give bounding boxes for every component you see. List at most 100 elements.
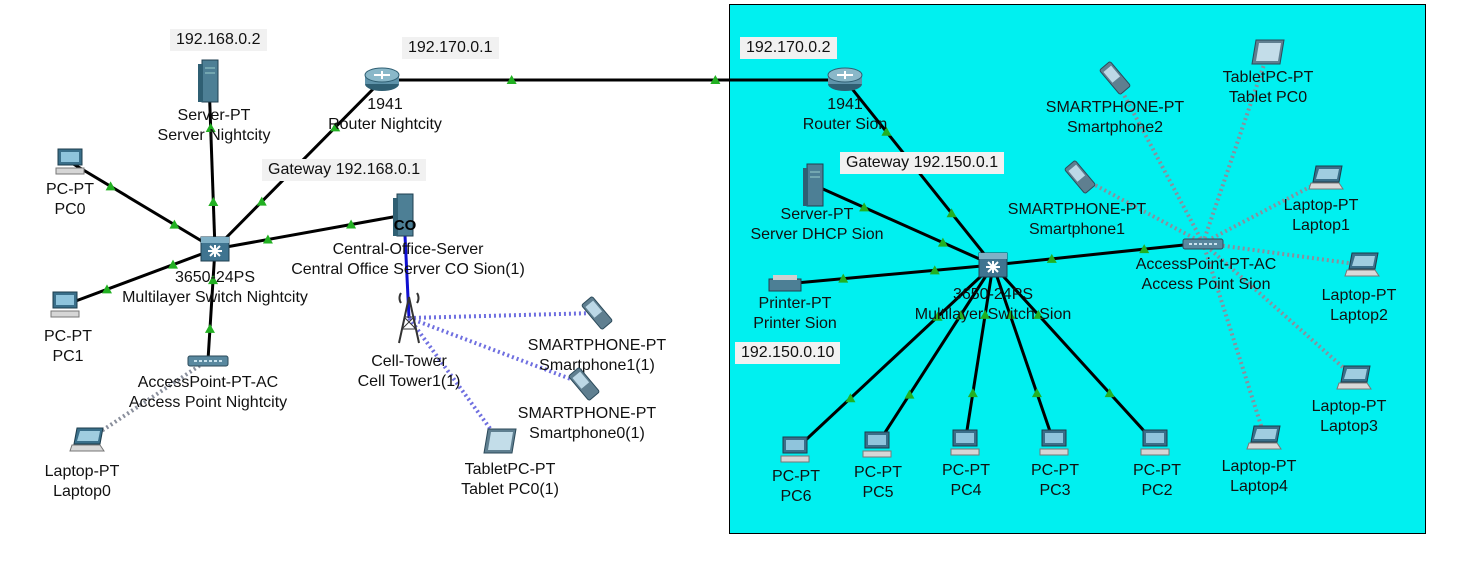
- link-switch_nightcity-ap_nightcity[interactable]: [206, 248, 217, 361]
- link-ap_sion-smartphone1[interactable]: [1079, 175, 1204, 245]
- server-icon: [198, 59, 219, 103]
- device-server-dhcp[interactable]: [799, 162, 829, 208]
- device-name: Smartphone1(1): [539, 357, 655, 374]
- device-model: 3650-24PS: [174, 269, 256, 286]
- link-ap_sion-laptop2[interactable]: [1202, 241, 1364, 267]
- pc-icon: [1140, 429, 1170, 456]
- device-cell-tower[interactable]: [392, 291, 426, 345]
- gateway-nightcity-note: Gateway 192.168.0.1: [262, 159, 427, 181]
- pc-icon: [780, 436, 810, 463]
- device-laptop2[interactable]: [1344, 251, 1382, 279]
- tower-icon: [398, 292, 420, 344]
- link-switch_nightcity-pc1[interactable]: [64, 247, 216, 307]
- link-cell_tower-tablet_pc0_1[interactable]: [407, 316, 502, 444]
- link-switch_nightcity-pc0[interactable]: [69, 160, 216, 251]
- device-router-nightcity[interactable]: [362, 65, 402, 95]
- device-pc3[interactable]: [1038, 428, 1070, 458]
- device-smartphone0-1[interactable]: [565, 365, 603, 403]
- link-switch_nightcity-server_nightcity[interactable]: [207, 80, 217, 250]
- sion-network-area: [729, 4, 1426, 534]
- port-indicator-switch_sion-printer-1: [929, 265, 940, 275]
- phone-icon: [568, 367, 600, 401]
- device-pc4[interactable]: [949, 428, 981, 458]
- link-switch_sion-server_dhcp[interactable]: [813, 183, 994, 267]
- device-pc0[interactable]: [54, 147, 86, 177]
- port-indicator-switch_nightcity-pc0-1: [169, 219, 180, 229]
- device-name: PC6: [780, 488, 812, 505]
- device-model: Laptop-PT: [1221, 458, 1297, 475]
- device-laptop0[interactable]: [69, 426, 107, 454]
- device-laptop1[interactable]: [1308, 164, 1346, 192]
- device-ap-sion[interactable]: [1181, 235, 1225, 251]
- device-name: Cell Tower1(1): [357, 373, 461, 390]
- device-model: Laptop-PT: [1321, 287, 1397, 304]
- device-model: PC-PT: [1031, 462, 1079, 479]
- device-model: SMARTPHONE-PT: [1045, 99, 1185, 116]
- device-laptop4[interactable]: [1246, 424, 1284, 452]
- device-model: Laptop-PT: [1283, 197, 1359, 214]
- link-switch_nightcity-co_server[interactable]: [214, 213, 405, 251]
- gateway-sion-note: Gateway 192.150.0.1: [840, 152, 1005, 174]
- device-router-sion[interactable]: [825, 65, 865, 95]
- link-cell_tower-smartphone0_1[interactable]: [408, 316, 585, 386]
- link-cell_tower-smartphone1_1[interactable]: [408, 311, 598, 320]
- svg-text:CO: CO: [394, 217, 417, 234]
- port-indicator-switch_sion-server_dhcp-1: [937, 237, 948, 247]
- link-switch_sion-pc5[interactable]: [875, 264, 995, 446]
- phone-icon: [1064, 160, 1096, 194]
- device-name: Smartphone1: [1028, 221, 1126, 238]
- device-co-server[interactable]: CO: [389, 192, 419, 238]
- link-ap_sion-laptop4[interactable]: [1201, 242, 1267, 439]
- printer-icon: [768, 275, 802, 292]
- device-name: Laptop1: [1292, 217, 1350, 234]
- device-pc5[interactable]: [861, 430, 893, 460]
- device-name: PC2: [1141, 482, 1173, 499]
- phone-icon: [1099, 61, 1131, 95]
- device-laptop3[interactable]: [1336, 364, 1374, 392]
- device-smartphone2[interactable]: [1096, 59, 1134, 97]
- device-tablet-pc0-1[interactable]: [480, 427, 520, 457]
- device-switch-nightcity[interactable]: [199, 233, 231, 265]
- port-indicator-switch_sion-server_dhcp-2: [859, 202, 870, 212]
- device-pc2[interactable]: [1139, 428, 1171, 458]
- link-ap_sion-tablet_pc0[interactable]: [1201, 52, 1270, 244]
- device-model: PC-PT: [772, 468, 820, 485]
- link-ap_sion-smartphone2[interactable]: [1113, 77, 1205, 244]
- device-printer[interactable]: [767, 273, 803, 295]
- device-smartphone1-1[interactable]: [578, 294, 616, 332]
- port-indicator-switch_sion-pc4-2: [967, 388, 978, 398]
- link-switch_sion-ap_sion[interactable]: [992, 241, 1204, 267]
- link-ap_sion-laptop1[interactable]: [1202, 176, 1328, 245]
- laptop-icon: [1308, 165, 1344, 190]
- link-switch_sion-printer[interactable]: [784, 263, 994, 286]
- device-server-nightcity[interactable]: [194, 58, 224, 104]
- device-name: Central Office Server CO Sion(1): [291, 261, 525, 278]
- device-pc1[interactable]: [49, 290, 81, 320]
- link-switch_sion-pc2[interactable]: [991, 263, 1157, 445]
- device-tablet-pc0[interactable]: [1248, 38, 1288, 68]
- port-indicator-switch_sion-pc6-1: [932, 311, 943, 321]
- link-switch_sion-pc4[interactable]: [963, 264, 995, 444]
- device-smartphone1[interactable]: [1061, 158, 1099, 196]
- port-indicator-switch_sion-pc2-2: [1104, 388, 1115, 398]
- device-ap-nightcity[interactable]: [186, 352, 230, 368]
- device-name: Multilayer Switch Sion: [914, 306, 1072, 323]
- port-indicator-switch_nightcity-co_server-2: [346, 219, 357, 229]
- link-switch_sion-pc6[interactable]: [793, 263, 995, 452]
- device-name: Tablet PC0(1): [461, 481, 559, 498]
- link-ap_nightcity-laptop0[interactable]: [86, 358, 210, 442]
- device-switch-sion[interactable]: [977, 249, 1009, 281]
- device-pc6[interactable]: [779, 435, 811, 465]
- port-indicator-switch_sion-pc6-2: [845, 393, 856, 403]
- device-model: TabletPC-PT: [1222, 69, 1314, 86]
- link-ap_sion-laptop3[interactable]: [1201, 241, 1357, 380]
- port-indicator-switch_nightcity-pc1-2: [102, 284, 112, 294]
- link-switch_sion-pc3[interactable]: [991, 264, 1056, 444]
